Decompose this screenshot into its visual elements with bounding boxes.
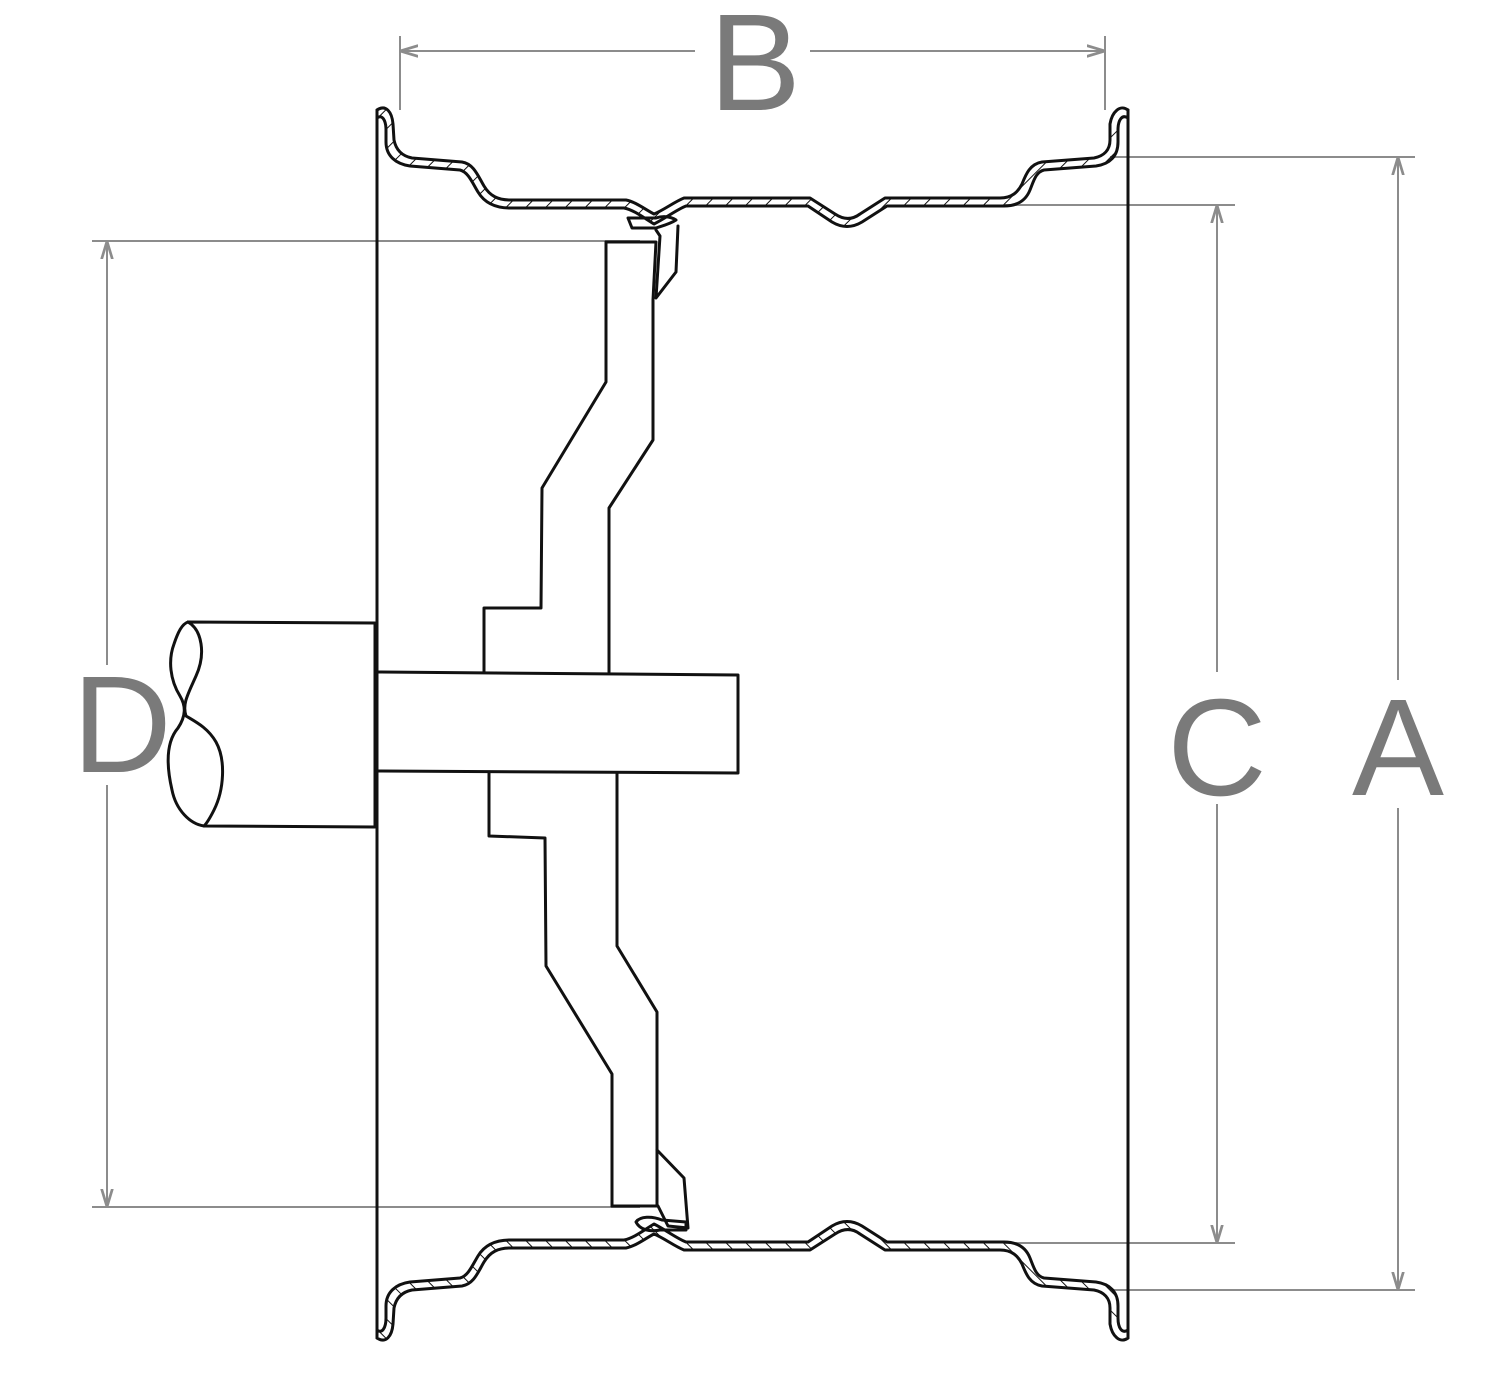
dimension-c bbox=[1005, 204, 1235, 1244]
disc-upper bbox=[482, 215, 680, 674]
rim-profile-top bbox=[375, 106, 1130, 228]
axle-shaft bbox=[375, 670, 740, 775]
label-d: D bbox=[72, 648, 172, 802]
label-c: C bbox=[1167, 671, 1267, 825]
dimension-a bbox=[1110, 156, 1415, 1291]
rim-profile-bottom bbox=[375, 1220, 1130, 1342]
hub-stub bbox=[166, 620, 377, 829]
disc-lower bbox=[487, 770, 690, 1233]
dimension-b bbox=[399, 36, 1106, 110]
dimension-d bbox=[92, 240, 640, 1208]
label-a: A bbox=[1352, 671, 1444, 825]
label-b: B bbox=[709, 0, 801, 140]
